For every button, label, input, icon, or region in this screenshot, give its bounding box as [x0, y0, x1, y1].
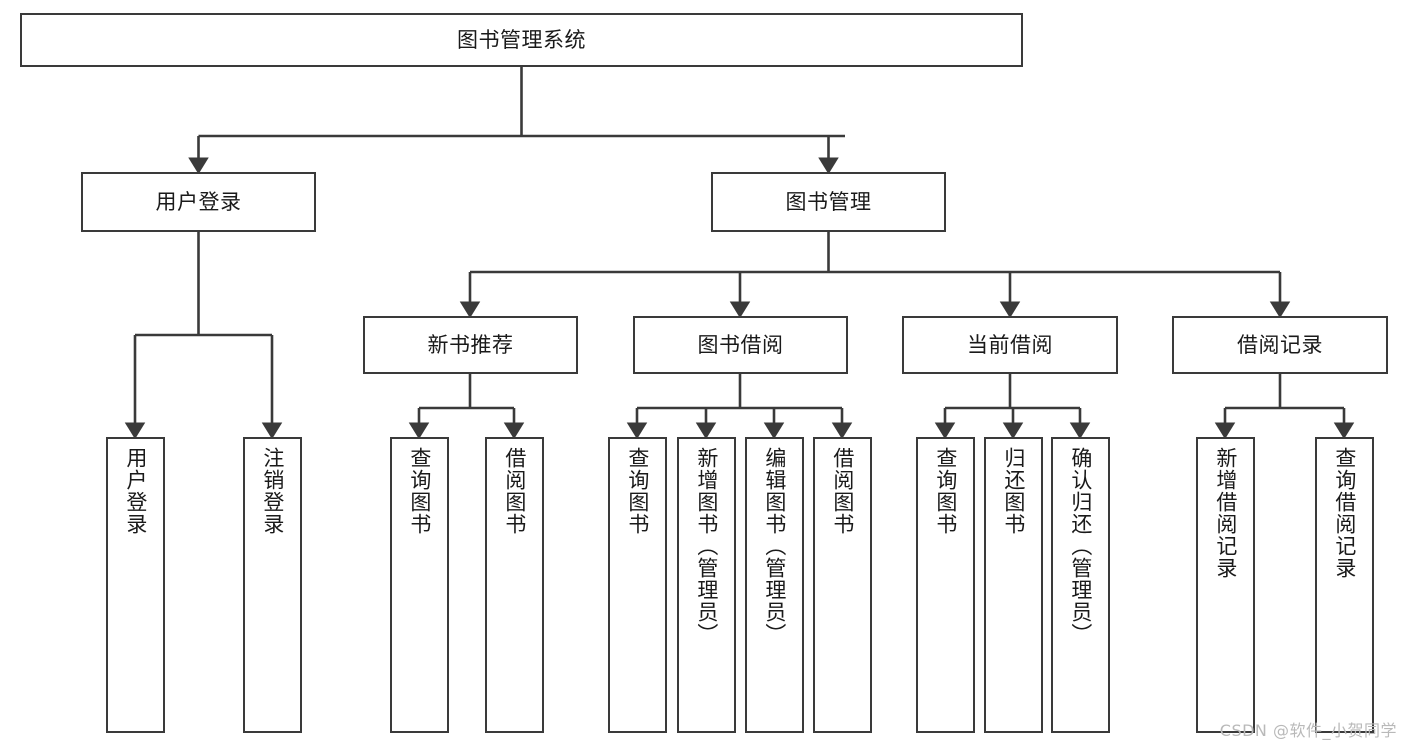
node-user-login-label: 用户登录 [155, 189, 242, 214]
node-root-label: 图书管理系统 [457, 27, 586, 52]
node-leaf-user-login[interactable]: 用户登录 [106, 437, 165, 733]
node-new-book-recommendation-label: 新书推荐 [427, 332, 514, 357]
node-leaf-label: 借阅图书 [502, 447, 527, 535]
node-book-management-label: 图书管理 [785, 189, 872, 214]
node-leaf-label: 编辑图书（管理员） [762, 447, 787, 645]
node-leaf-label: 归还图书 [1001, 447, 1026, 535]
node-leaf-label: 借阅图书 [830, 447, 855, 535]
node-leaf-query-books-current[interactable]: 查询图书 [916, 437, 975, 733]
node-borrowing-records-label: 借阅记录 [1237, 332, 1323, 357]
node-leaf-label: 新增借阅记录 [1213, 447, 1238, 579]
node-leaf-borrow-books[interactable]: 借阅图书 [813, 437, 872, 733]
node-leaf-query-borrow-record[interactable]: 查询借阅记录 [1315, 437, 1374, 733]
node-leaf-add-borrow-record[interactable]: 新增借阅记录 [1196, 437, 1255, 733]
node-leaf-label: 查询图书 [933, 447, 958, 535]
node-leaf-add-book-admin[interactable]: 新增图书（管理员） [677, 437, 736, 733]
node-leaf-label: 查询图书 [407, 447, 432, 535]
node-leaf-borrow-books-new[interactable]: 借阅图书 [485, 437, 544, 733]
node-book-borrowing-label: 图书借阅 [697, 332, 784, 357]
node-current-borrowing[interactable]: 当前借阅 [902, 316, 1118, 374]
node-borrowing-records[interactable]: 借阅记录 [1172, 316, 1388, 374]
node-leaf-label: 用户登录 [123, 447, 148, 535]
node-leaf-logout[interactable]: 注销登录 [243, 437, 302, 733]
node-leaf-edit-book-admin[interactable]: 编辑图书（管理员） [745, 437, 804, 733]
node-leaf-query-books-borrow[interactable]: 查询图书 [608, 437, 667, 733]
node-user-login[interactable]: 用户登录 [81, 172, 316, 232]
node-new-book-recommendation[interactable]: 新书推荐 [363, 316, 578, 374]
node-leaf-query-books-new[interactable]: 查询图书 [390, 437, 449, 733]
node-book-borrowing[interactable]: 图书借阅 [633, 316, 848, 374]
node-book-management[interactable]: 图书管理 [711, 172, 946, 232]
node-leaf-label: 查询图书 [625, 447, 650, 535]
node-leaf-label: 新增图书（管理员） [694, 447, 719, 645]
node-leaf-label: 注销登录 [260, 447, 285, 535]
node-leaf-return-books[interactable]: 归还图书 [984, 437, 1043, 733]
node-leaf-label: 查询借阅记录 [1332, 447, 1357, 579]
node-leaf-label: 确认归还（管理员） [1068, 447, 1093, 645]
node-current-borrowing-label: 当前借阅 [967, 332, 1053, 357]
node-root-book-management-system[interactable]: 图书管理系统 [20, 13, 1023, 67]
node-leaf-confirm-return-admin[interactable]: 确认归还（管理员） [1051, 437, 1110, 733]
